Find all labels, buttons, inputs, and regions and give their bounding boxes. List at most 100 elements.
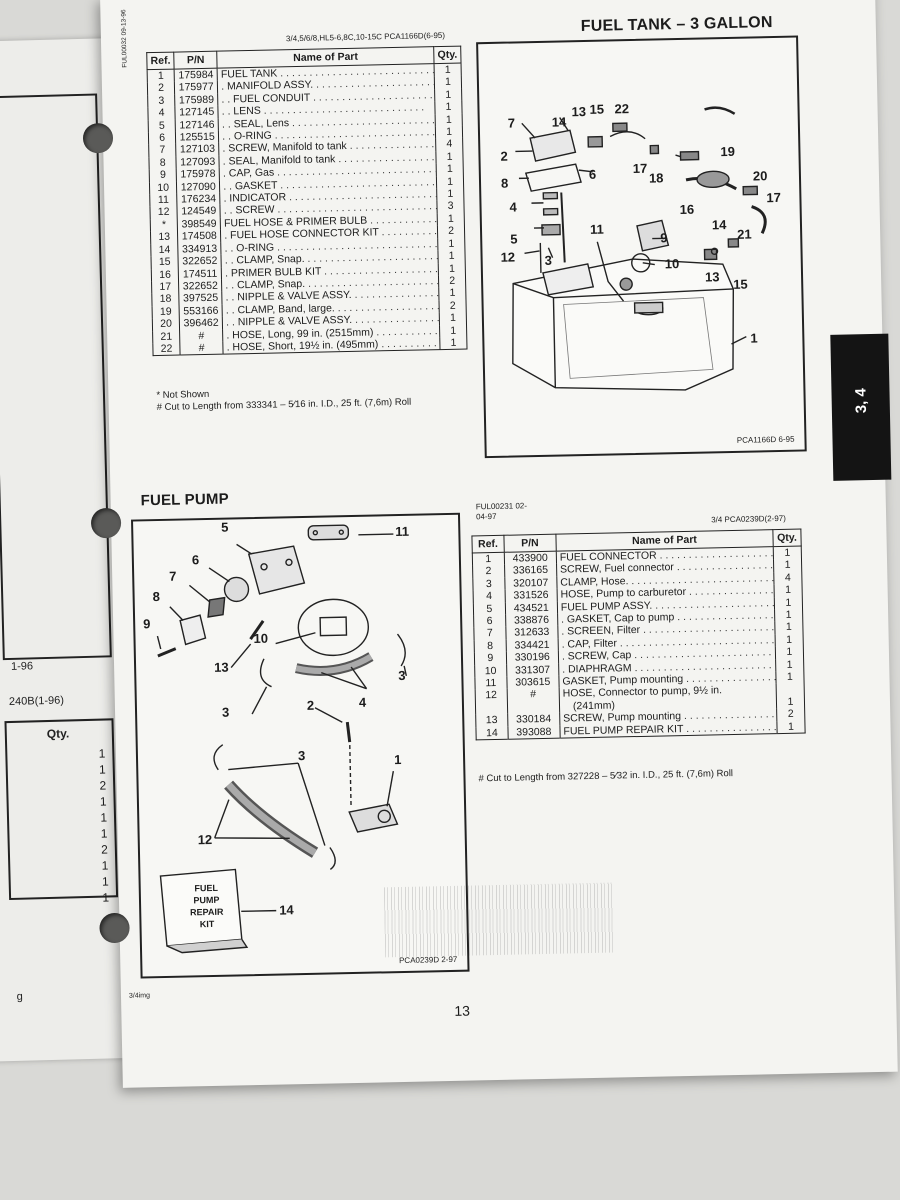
cell-qty-text: 1 <box>446 150 453 163</box>
cell-name-text: FUEL PUMP REPAIR KIT <box>563 722 684 738</box>
previous-page-diagram-frame <box>0 93 112 661</box>
cell-ref-text: 7 <box>486 627 493 640</box>
cell-pn: 312633 <box>505 626 559 640</box>
cell-ref: 1 <box>147 69 175 82</box>
cell-pn: 331526 <box>504 588 558 603</box>
cell-ref: 8 <box>474 640 506 653</box>
cell-ref-text: 10 <box>157 181 170 194</box>
section-tab: 3, 4 <box>830 333 892 481</box>
repair-kit-box-label: FUEL PUMP REPAIR KIT <box>179 882 235 931</box>
cell-pn: 397525 <box>179 291 223 306</box>
cell-ref: 13 <box>150 231 178 244</box>
cell-name-text: . . CLAMP, Snap. <box>225 277 306 292</box>
callout-number: 16 <box>679 201 695 218</box>
callout-number: 15 <box>733 276 748 292</box>
cell-ref: 12 <box>475 689 507 714</box>
tank-diagram-code: PCA1166D 6-95 <box>736 434 795 445</box>
cell-ref: 10 <box>475 664 507 677</box>
cell-pn: 331307 <box>506 663 559 677</box>
cell-ref-text: 4 <box>486 590 493 603</box>
page-number: 13 <box>454 1002 471 1019</box>
cell-ref: 2 <box>473 565 505 578</box>
callout-number: 2 <box>306 697 315 713</box>
callout-number: 13 <box>571 103 587 120</box>
cell-pn-text: 176234 <box>180 192 217 206</box>
cell-ref-text: 10 <box>484 664 497 677</box>
cell-qty-text: 2 <box>448 225 455 238</box>
cell-ref-text: 2 <box>158 82 165 95</box>
callout-number: 6 <box>191 552 200 568</box>
cell-ref-text: 6 <box>486 615 493 628</box>
cell-qty: 1 <box>439 324 467 338</box>
tank-section-title: FUEL TANK – 3 GALLON <box>580 14 773 36</box>
cell-pn-text: # <box>530 688 537 701</box>
leader-dots: . . . . . . . . . . . . . . . . . . . . … <box>376 324 440 338</box>
cell-pn-text: 334913 <box>181 242 218 256</box>
cell-name-text: . . O-RING <box>222 129 272 143</box>
cell-ref: 9 <box>474 652 506 665</box>
cell-qty: 1 <box>436 150 464 164</box>
cell-pn: 176234 <box>176 192 221 207</box>
cell-qty-text: 1 <box>784 559 791 572</box>
cell-ref-text: 17 <box>159 280 172 293</box>
callout-number: 19 <box>720 143 736 160</box>
cell-qty-text: 1 <box>446 163 453 176</box>
cell-ref: 1 <box>472 552 504 566</box>
cell-pn: 127093 <box>176 155 220 169</box>
cell-pn: 334913 <box>178 242 222 256</box>
cell-qty-text: 1 <box>445 101 452 114</box>
callout-number: 14 <box>551 114 567 130</box>
callout-number: 17 <box>632 160 648 176</box>
cell-pn-text: 127093 <box>180 155 216 169</box>
cell-ref: 6 <box>148 132 176 145</box>
cell-qty: 1 <box>438 249 466 263</box>
leader-dots: . . . . . . . . . . . . . . . . . . . . … <box>381 337 440 351</box>
cell-qty-text: 1 <box>449 287 456 300</box>
cell-ref-text: 14 <box>485 726 498 739</box>
cell-qty: 2 <box>437 224 465 238</box>
cell-pn-text: 124549 <box>181 205 217 218</box>
cell-pn-text: 336165 <box>512 564 549 577</box>
cell-pn-text: 433900 <box>512 551 548 565</box>
ref-header: Ref. <box>471 535 504 553</box>
cell-pn: 175977 <box>174 81 218 95</box>
binder-hole <box>90 507 122 539</box>
callout-number: 1 <box>750 330 758 346</box>
cell-pn: 175989 <box>174 93 219 107</box>
footer-left-mark: 3/4img <box>128 992 151 1000</box>
cell-ref-text: 3 <box>485 577 492 590</box>
previous-page-code: 240B(1-96) <box>8 694 65 708</box>
cell-pn-text: 334421 <box>514 638 550 652</box>
cell-ref-text: 5 <box>486 602 493 615</box>
ref-header: Ref. <box>146 52 175 70</box>
cell-qty: 1 <box>437 237 465 251</box>
cell-qty: 2 <box>439 299 467 313</box>
section-tab-label: 3, 4 <box>852 388 870 414</box>
cell-pn: 127090 <box>176 180 220 194</box>
cell-pn: 127103 <box>175 143 220 157</box>
cell-pn: 334421 <box>505 638 559 653</box>
cell-name-text: . . SCREW <box>223 203 275 218</box>
callout-number: 13 <box>213 659 229 675</box>
cell-qty: 1 <box>773 546 802 560</box>
callout-number: 14 <box>711 217 727 233</box>
cell-pn-text: 312633 <box>514 626 550 640</box>
previous-page-qty-value: 1 <box>98 746 106 761</box>
cell-pn: 303615 <box>506 675 560 690</box>
callout-number: 3 <box>544 252 553 268</box>
cell-ref: 15 <box>151 256 179 269</box>
previous-page-qty-value: 1 <box>100 826 108 841</box>
cell-qty: 1 <box>435 100 463 114</box>
cell-qty-text: 1 <box>448 249 455 262</box>
cell-ref-text: 21 <box>160 330 173 343</box>
cell-pn-text: 393088 <box>516 725 552 739</box>
cell-ref: 19 <box>152 305 180 318</box>
cell-pn-text: # <box>198 329 205 342</box>
cell-ref-text: 7 <box>159 144 166 157</box>
cell-pn-text: 175989 <box>178 93 215 107</box>
cell-qty: 1 <box>774 620 804 634</box>
callout-number: 5 <box>510 231 518 247</box>
cell-pn-text: 397525 <box>182 292 219 305</box>
callout-number: 5 <box>221 519 229 535</box>
cell-ref-text: 8 <box>159 156 166 169</box>
